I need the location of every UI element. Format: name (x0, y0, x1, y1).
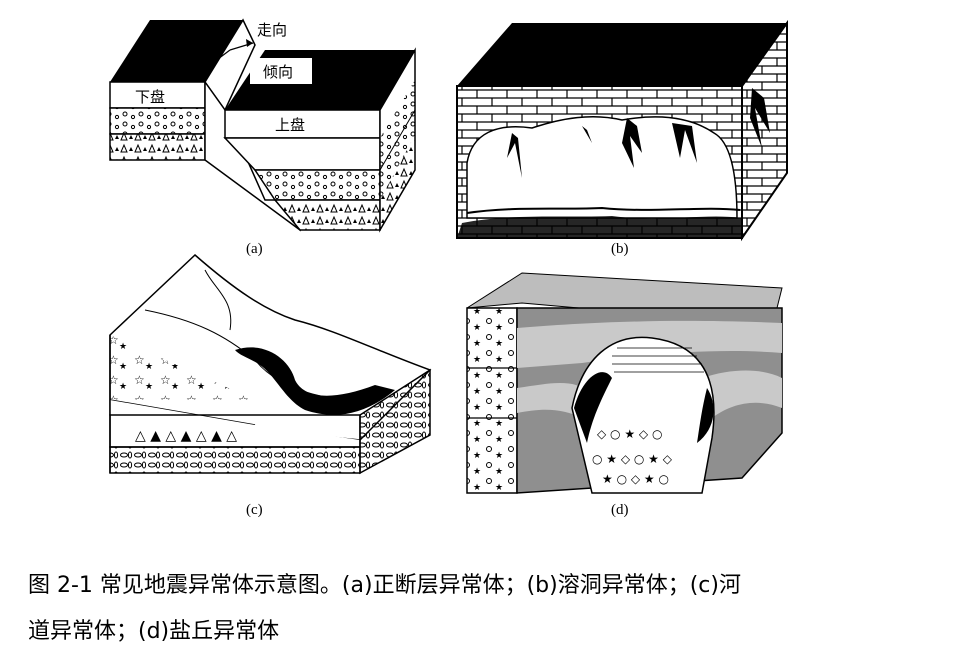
hangingwall-label: 上盘 (275, 116, 305, 134)
panel-b-karst-diagram (456, 19, 788, 242)
dip-label: 倾向 (263, 63, 293, 81)
caption-line-2: 道异常体；(d)盐丘异常体 (28, 619, 280, 644)
panel-a-fault-diagram: 走向 倾向 下盘 上盘 (109, 18, 416, 233)
panel-a-label: (a) (246, 241, 263, 257)
panel-d-label: (d) (611, 502, 629, 518)
caption-line-1: 图 2-1 常见地震异常体示意图。(a)正断层异常体；(b)溶洞异常体；(c)河 (28, 573, 741, 598)
panel-c-channel-diagram: ☆ ★ △ ▲ △ ▲ △ ▲ △ (109, 253, 432, 475)
panel-b-label: (b) (611, 241, 629, 257)
svg-text:★ ○ ◇ ★ ○: ★ ○ ◇ ★ ○ (602, 472, 669, 486)
figure-caption: 图 2-1 常见地震异常体示意图。(a)正断层异常体；(b)溶洞异常体；(c)河… (28, 563, 928, 655)
footwall-label: 下盘 (135, 88, 165, 106)
panel-c-label: (c) (246, 502, 263, 518)
svg-text:○ ★ ◇ ○ ★ ◇: ○ ★ ◇ ○ ★ ◇ (592, 452, 673, 466)
svg-text:◇ ○ ★ ◇ ○: ◇ ○ ★ ◇ ○ (597, 427, 662, 441)
strike-label: 走向 (257, 21, 287, 39)
svg-text:△ ▲ △ ▲ △ ▲ △: △ ▲ △ ▲ △ ▲ △ (135, 428, 237, 444)
panel-d-salt-dome-diagram: ★ ◇ ○ ★ ◇ ○ ○ ★ ◇ ○ ★ ◇ ★ ○ ◇ ★ ○ (466, 272, 783, 494)
